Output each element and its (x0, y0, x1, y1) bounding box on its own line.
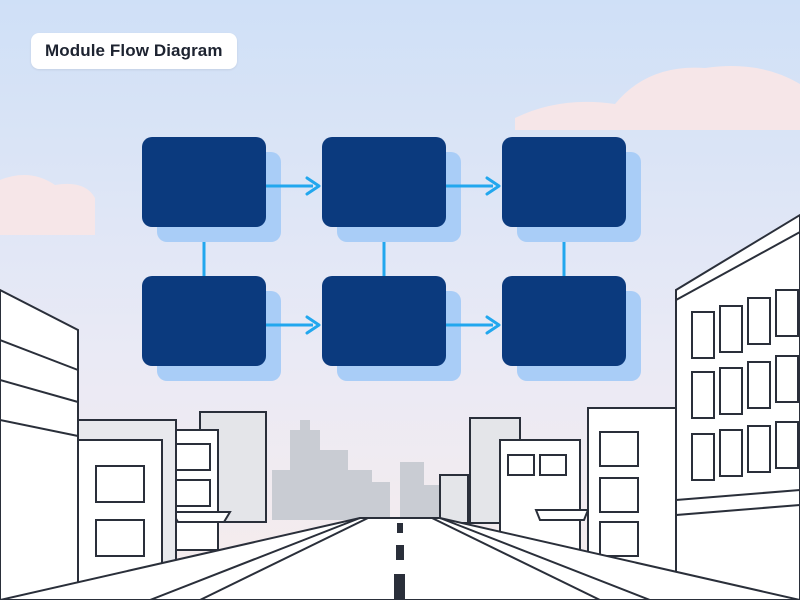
left-buildings (0, 288, 267, 600)
module-node (142, 276, 266, 366)
flow-diagram (142, 137, 641, 381)
module-node (502, 137, 626, 227)
module-node (502, 276, 626, 366)
module-box (142, 276, 281, 381)
arrow-head-icon (485, 176, 501, 196)
module-box (142, 137, 281, 242)
flow-arrow (446, 176, 501, 196)
module-node (322, 137, 446, 227)
module-box (322, 137, 461, 242)
module-box (322, 276, 461, 381)
cloud-left (0, 175, 95, 235)
diagram-title: Module Flow Diagram (45, 41, 223, 60)
flow-arrow (266, 176, 321, 196)
cloud-right (515, 66, 800, 130)
module-box (502, 276, 641, 381)
module-node (142, 137, 266, 227)
road-lane-marks (394, 523, 405, 600)
title-chip: Module Flow Diagram (31, 33, 237, 69)
arrow-head-icon (305, 315, 321, 335)
flow-arrow (266, 315, 321, 335)
distant-skyline (272, 420, 446, 520)
arrow-head-icon (485, 315, 501, 335)
module-box (502, 137, 641, 242)
flow-arrow (446, 315, 501, 335)
arrow-head-icon (305, 176, 321, 196)
module-node (322, 276, 446, 366)
